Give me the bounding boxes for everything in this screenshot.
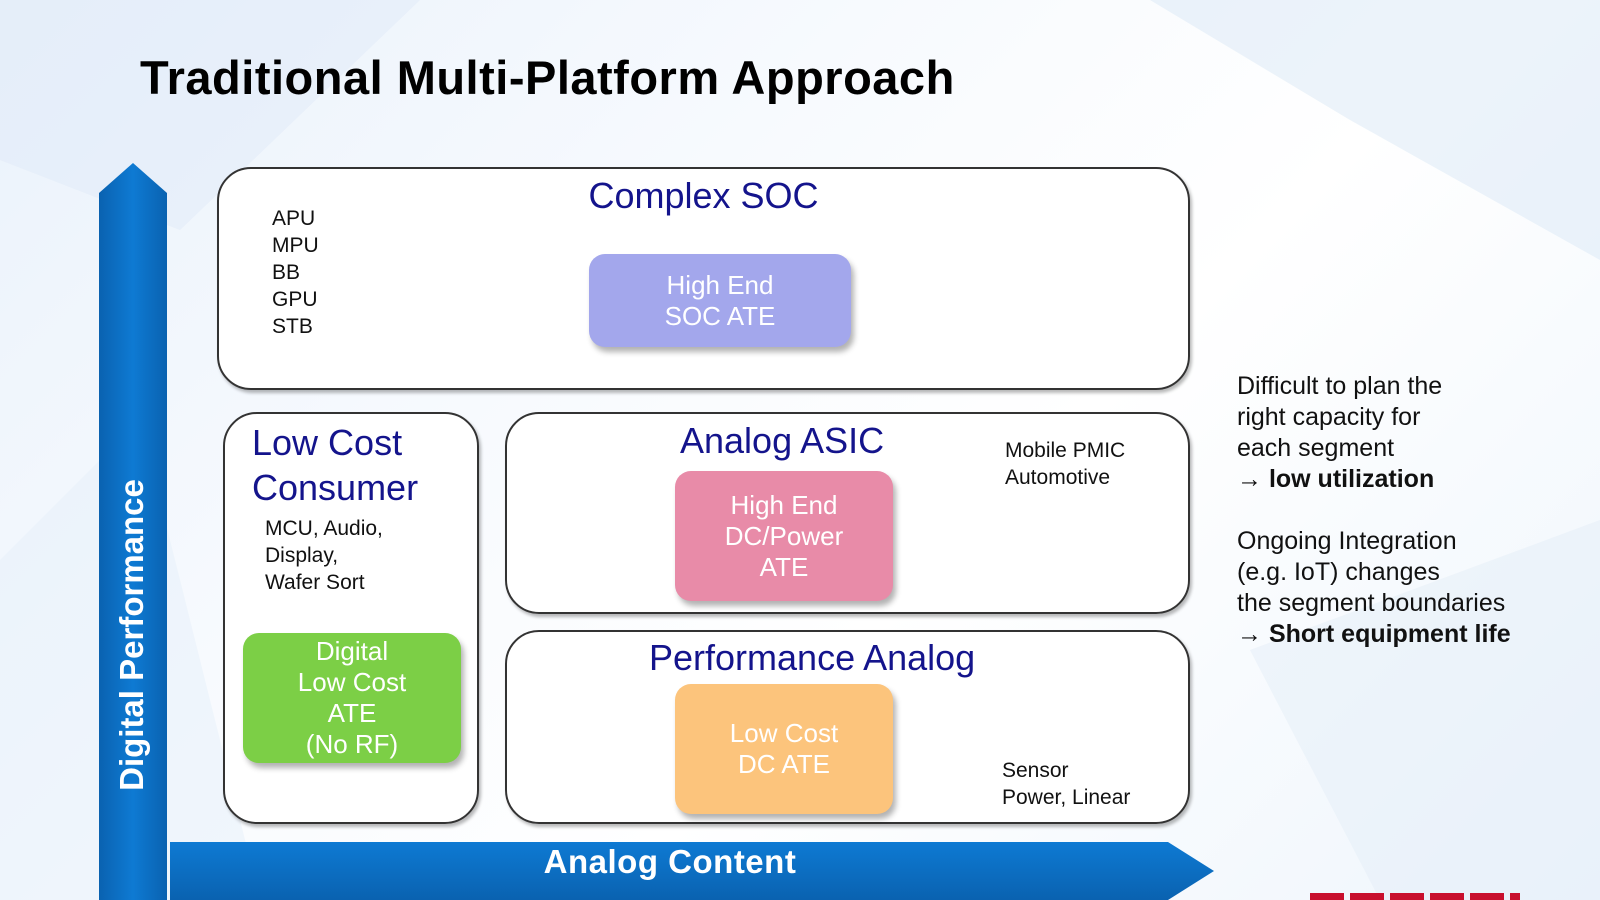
high-end-soc-ate-box: High End SOC ATE xyxy=(589,254,851,347)
note-line: right capacity for xyxy=(1237,403,1421,431)
company-logo-partial xyxy=(1310,893,1520,900)
item-apu: APU xyxy=(272,207,316,230)
analog-asic-item-list: Mobile PMIC Automotive xyxy=(1005,437,1125,491)
ate-line: ATE xyxy=(327,698,377,728)
right-arrow-icon: → xyxy=(1237,620,1262,648)
high-end-dc-power-ate-box: High End DC/Power ATE xyxy=(675,471,893,601)
ate-line: Low Cost xyxy=(297,667,407,697)
ate-line: ATE xyxy=(759,551,809,582)
ate-line: SOC ATE xyxy=(664,300,776,331)
title-line: Low Cost xyxy=(252,422,403,463)
ate-line: Digital xyxy=(315,636,389,666)
note-conclusion: → Short equipment life xyxy=(1237,619,1597,650)
note-line: the segment boundaries xyxy=(1237,589,1506,617)
notes-panel: Difficult to plan the right capacity for… xyxy=(1237,371,1597,681)
item-wafer-sort: Wafer Sort xyxy=(265,571,365,594)
slide-title: Traditional Multi-Platform Approach xyxy=(140,51,955,104)
low-cost-consumer-item-list: MCU, Audio, Display, Wafer Sort xyxy=(265,515,383,596)
note-line: Ongoing Integration xyxy=(1237,527,1457,555)
performance-analog-title: Performance Analog xyxy=(649,637,976,678)
note-line: (e.g. IoT) changes xyxy=(1237,558,1440,586)
note-integration: Ongoing Integration (e.g. IoT) changes t… xyxy=(1237,526,1597,650)
ate-line: High End xyxy=(666,269,774,300)
right-arrow-icon: → xyxy=(1237,465,1262,493)
note-line: Difficult to plan the xyxy=(1237,372,1443,400)
note-conclusion: → low utilization xyxy=(1237,464,1597,495)
analog-content-arrow xyxy=(170,842,1214,900)
item-stb: STB xyxy=(272,315,313,338)
horizontal-axis-label: Analog Content xyxy=(543,843,797,880)
item-bb: BB xyxy=(272,261,301,284)
item-power-linear: Power, Linear xyxy=(1002,786,1131,809)
item-gpu: GPU xyxy=(272,288,318,311)
analog-asic-title: Analog ASIC xyxy=(680,420,885,461)
vertical-axis-label: Digital Performance xyxy=(113,479,151,791)
title-line: Consumer xyxy=(252,467,419,508)
complex-soc-item-list: APU MPU BB GPU STB xyxy=(272,205,319,340)
item-sensor: Sensor xyxy=(1002,759,1069,782)
item-automotive: Automotive xyxy=(1005,466,1111,489)
complex-soc-title: Complex SOC xyxy=(588,175,819,216)
ate-line: DC/Power xyxy=(724,520,844,551)
ate-line: (No RF) xyxy=(305,729,399,759)
complex-soc-panel: Complex SOC APU MPU BB GPU STB High End … xyxy=(217,167,1190,390)
note-line: each segment xyxy=(1237,434,1395,462)
ate-line: Low Cost xyxy=(729,718,839,748)
low-cost-consumer-title: Low Cost Consumer xyxy=(252,420,418,510)
digital-low-cost-ate-box: Digital Low Cost ATE (No RF) xyxy=(243,633,461,763)
ate-line: High End xyxy=(730,489,838,520)
performance-analog-panel: Performance Analog Sensor Power, Linear … xyxy=(505,630,1190,824)
analog-asic-panel: Analog ASIC Mobile PMIC Automotive High … xyxy=(505,412,1190,614)
digital-performance-arrow xyxy=(99,163,167,900)
conclusion-text: low utilization xyxy=(1268,465,1435,493)
item-mcu-audio: MCU, Audio, xyxy=(265,517,383,540)
item-display: Display, xyxy=(265,544,339,567)
note-capacity: Difficult to plan the right capacity for… xyxy=(1237,371,1597,495)
ate-line: DC ATE xyxy=(738,749,830,779)
low-cost-dc-ate-box: Low Cost DC ATE xyxy=(675,684,893,814)
low-cost-consumer-panel: Low Cost Consumer MCU, Audio, Display, W… xyxy=(223,412,479,824)
item-mobile-pmic: Mobile PMIC xyxy=(1005,439,1126,462)
item-mpu: MPU xyxy=(272,234,319,257)
performance-analog-item-list: Sensor Power, Linear xyxy=(1002,757,1130,811)
conclusion-text: Short equipment life xyxy=(1268,620,1511,648)
